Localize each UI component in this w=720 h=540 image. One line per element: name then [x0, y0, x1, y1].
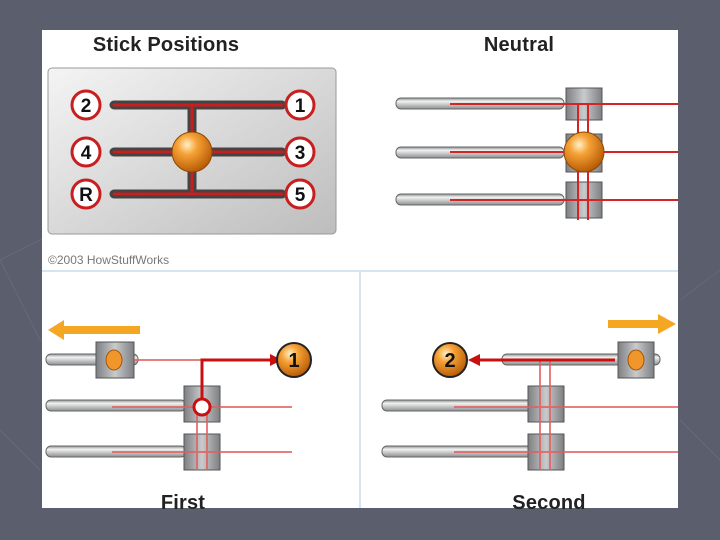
- second-title: Second: [512, 492, 586, 514]
- gear-3-badge: 3: [284, 136, 316, 168]
- gear-1-badge: 1: [284, 89, 316, 121]
- first-shift-path: [200, 358, 270, 407]
- gear-2-result-label: 2: [444, 350, 455, 372]
- diagram-slide: Stick Positions: [42, 30, 678, 514]
- second-fork-pin: [627, 349, 645, 371]
- gear-2-badge: 2: [70, 89, 102, 121]
- neutral-panel: Neutral: [360, 30, 678, 270]
- neutral-knob: [563, 131, 605, 173]
- right-direction-arrow: [608, 314, 676, 334]
- shift-gate-diagram: 2 4 R 1 3 5: [47, 67, 337, 235]
- gear-r-badge: R: [70, 178, 102, 210]
- gear-5-label: 5: [295, 185, 306, 206]
- second-red-lines: [454, 360, 678, 470]
- neutral-rods-diagram: [395, 87, 678, 220]
- second-arrowhead: [468, 354, 480, 366]
- second-panel: Second 2: [360, 270, 678, 514]
- gear-r-label: R: [79, 185, 93, 206]
- horizontal-divider: [42, 270, 678, 272]
- gear-2-result-badge: [432, 342, 468, 378]
- shift-knob: [171, 131, 213, 173]
- stick-positions-panel: Stick Positions: [42, 30, 360, 270]
- gear-3-label: 3: [295, 143, 306, 164]
- vertical-divider: [359, 272, 361, 508]
- stick-positions-title: Stick Positions: [92, 34, 240, 56]
- first-gear-diagram: 1: [45, 320, 312, 471]
- first-title: First: [160, 492, 206, 514]
- first-panel: First: [42, 270, 360, 514]
- gear-1-label: 1: [295, 96, 306, 117]
- gear-1-result-badge: [276, 342, 312, 378]
- copyright-text: ©2003 HowStuffWorks: [48, 253, 170, 267]
- first-fork-pin: [105, 349, 123, 371]
- gear-1-result-label: 1: [288, 350, 299, 372]
- gear-5-badge: 5: [284, 178, 316, 210]
- first-stick-point: [192, 397, 212, 417]
- left-direction-arrow: [48, 320, 140, 340]
- second-gear-diagram: 2: [381, 314, 678, 471]
- gear-4-label: 4: [81, 143, 92, 164]
- gear-4-badge: 4: [70, 136, 102, 168]
- neutral-title: Neutral: [483, 34, 555, 56]
- gear-2-label: 2: [81, 96, 92, 117]
